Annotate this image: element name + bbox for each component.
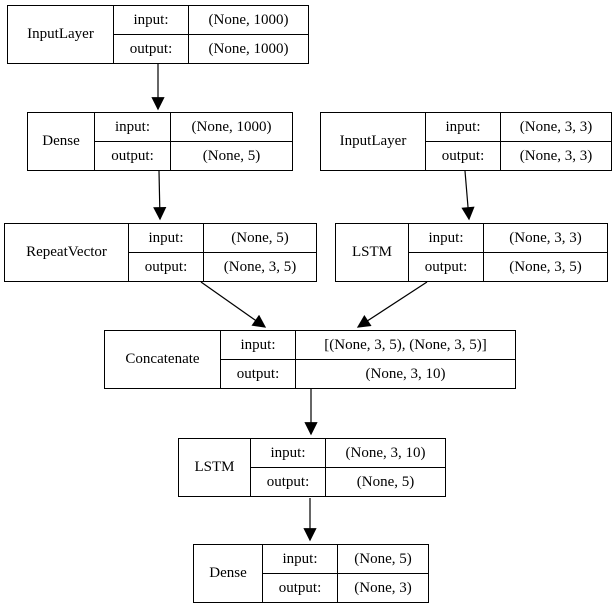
output-shape: (None, 3, 10) [295, 359, 516, 389]
edge-lstm1-to-concatenate [356, 281, 428, 328]
input-label: input: [250, 438, 326, 468]
output-shape: (None, 3, 5) [203, 252, 317, 282]
node-inputlayer-2: InputLayer input: (None, 3, 3) output: (… [320, 112, 612, 171]
output-shape: (None, 3, 3) [500, 141, 612, 171]
output-label: output: [128, 252, 204, 282]
edge-inputlayer2-to-lstm1 [461, 170, 475, 221]
output-label: output: [250, 467, 326, 497]
output-shape: (None, 5) [170, 141, 293, 171]
input-shape: (None, 3, 3) [483, 223, 608, 253]
layer-name: InputLayer [320, 112, 426, 171]
input-label: input: [425, 112, 501, 142]
input-shape: (None, 3, 10) [325, 438, 446, 468]
layer-name: LSTM [178, 438, 251, 497]
output-shape: (None, 3) [337, 573, 429, 603]
output-shape: (None, 1000) [188, 34, 309, 64]
input-label: input: [128, 223, 204, 253]
node-lstm-2: LSTM input: (None, 3, 10) output: (None,… [178, 438, 446, 497]
node-dense-2: Dense input: (None, 5) output: (None, 3) [193, 544, 429, 603]
layer-name: Dense [193, 544, 263, 603]
input-label: input: [113, 5, 189, 35]
output-shape: (None, 3, 5) [483, 252, 608, 282]
input-label: input: [220, 330, 296, 360]
input-label: input: [94, 112, 171, 142]
node-inputlayer-1: InputLayer input: (None, 1000) output: (… [7, 5, 309, 64]
output-label: output: [425, 141, 501, 171]
input-shape: (None, 1000) [188, 5, 309, 35]
input-shape: (None, 3, 3) [500, 112, 612, 142]
node-concatenate: Concatenate input: [(None, 3, 5), (None,… [104, 330, 516, 389]
node-repeatvector: RepeatVector input: (None, 5) output: (N… [4, 223, 317, 282]
node-dense-1: Dense input: (None, 1000) output: (None,… [27, 112, 293, 171]
output-label: output: [94, 141, 171, 171]
layer-name: Dense [27, 112, 95, 171]
output-label: output: [262, 573, 338, 603]
edge-dense1-to-repeatvector [153, 170, 167, 221]
input-label: input: [262, 544, 338, 574]
output-label: output: [220, 359, 296, 389]
input-shape: (None, 5) [203, 223, 317, 253]
layer-name: InputLayer [7, 5, 114, 64]
layer-name: RepeatVector [4, 223, 129, 282]
input-shape: [(None, 3, 5), (None, 3, 5)] [295, 330, 516, 360]
input-label: input: [408, 223, 484, 253]
output-label: output: [113, 34, 189, 64]
input-shape: (None, 5) [337, 544, 429, 574]
node-lstm-1: LSTM input: (None, 3, 3) output: (None, … [335, 223, 608, 282]
output-label: output: [408, 252, 484, 282]
layer-name: Concatenate [104, 330, 221, 389]
output-shape: (None, 5) [325, 467, 446, 497]
input-shape: (None, 1000) [170, 112, 293, 142]
layer-name: LSTM [335, 223, 409, 282]
edge-repeatvector-to-concatenate [200, 281, 267, 328]
